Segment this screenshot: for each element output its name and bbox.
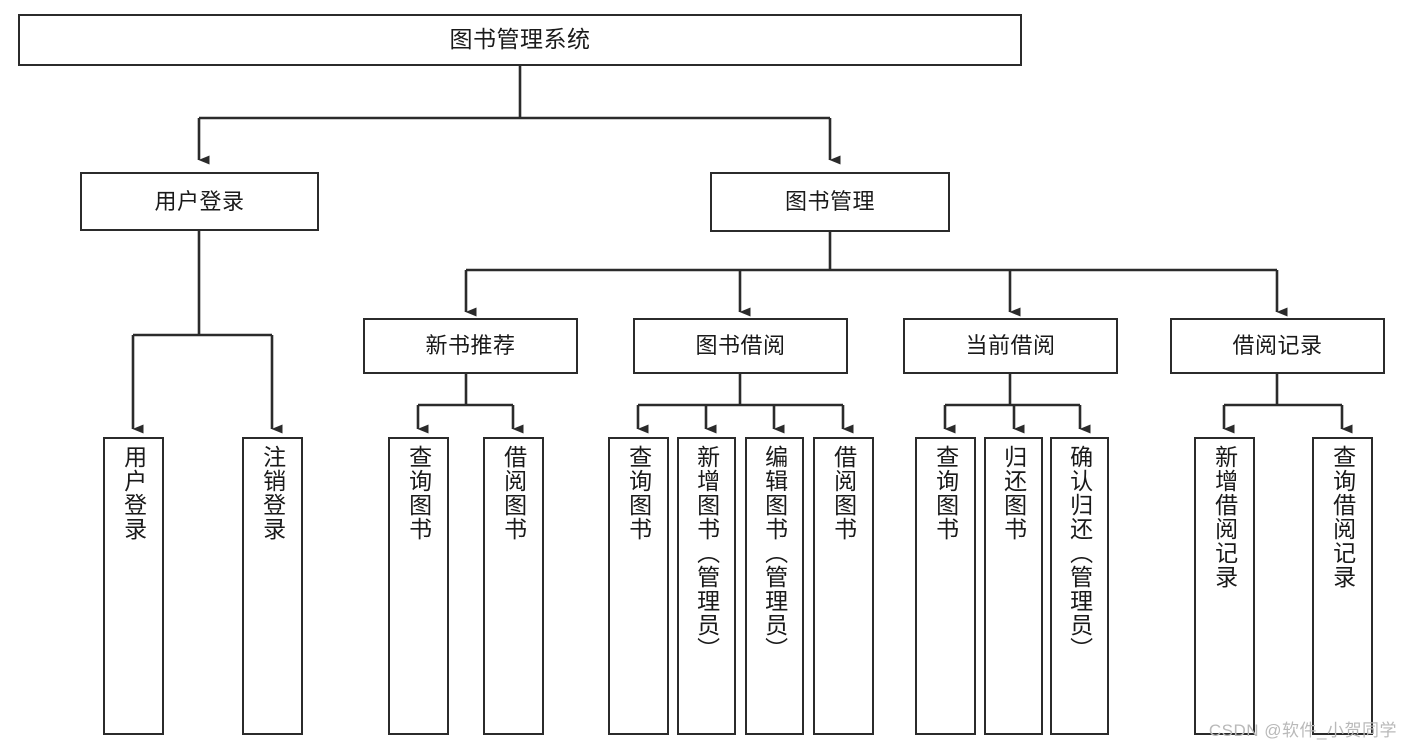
node-book-borrow-label: 图书借阅 [695, 333, 786, 359]
node-current-borrow[interactable]: 当前借阅 [903, 318, 1118, 374]
node-user-login-label: 用户登录 [154, 188, 245, 214]
node-new-book-recommend-label: 新书推荐 [425, 333, 516, 359]
leaf-new-book-query[interactable]: 查询图书 [388, 437, 449, 735]
node-book-management[interactable]: 图书管理 [710, 172, 950, 232]
leaf-borrow-record-query-label: 查询借阅记录 [1329, 445, 1356, 589]
leaf-current-borrow-return[interactable]: 归还图书 [984, 437, 1043, 735]
leaf-new-book-borrow[interactable]: 借阅图书 [483, 437, 544, 735]
leaf-book-borrow-borrow[interactable]: 借阅图书 [813, 437, 874, 735]
leaf-current-borrow-confirm[interactable]: 确认归还（管理员） [1050, 437, 1109, 735]
leaf-book-borrow-edit-label: 编辑图书（管理员） [761, 445, 788, 661]
leaf-current-borrow-return-label: 归还图书 [1000, 445, 1027, 541]
node-user-login[interactable]: 用户登录 [80, 172, 319, 231]
node-book-management-label: 图书管理 [784, 189, 875, 215]
leaf-book-borrow-borrow-label: 借阅图书 [830, 445, 857, 541]
leaf-new-book-query-label: 查询图书 [405, 445, 432, 541]
leaf-borrow-record-query[interactable]: 查询借阅记录 [1312, 437, 1373, 735]
node-root-system[interactable]: 图书管理系统 [18, 14, 1022, 66]
leaf-borrow-record-add[interactable]: 新增借阅记录 [1194, 437, 1255, 735]
leaf-book-borrow-query-label: 查询图书 [625, 445, 652, 541]
node-borrow-record-label: 借阅记录 [1232, 333, 1323, 359]
leaf-new-book-borrow-label: 借阅图书 [500, 445, 527, 541]
leaf-book-borrow-add[interactable]: 新增图书（管理员） [677, 437, 736, 735]
leaf-user-login-login-label: 用户登录 [120, 445, 147, 541]
node-book-borrow[interactable]: 图书借阅 [633, 318, 848, 374]
leaf-borrow-record-add-label: 新增借阅记录 [1211, 445, 1238, 589]
leaf-current-borrow-confirm-label: 确认归还（管理员） [1066, 445, 1093, 661]
node-root-system-label: 图书管理系统 [449, 26, 591, 53]
node-new-book-recommend[interactable]: 新书推荐 [363, 318, 578, 374]
node-current-borrow-label: 当前借阅 [965, 333, 1056, 359]
leaf-user-login-logout[interactable]: 注销登录 [242, 437, 303, 735]
node-borrow-record[interactable]: 借阅记录 [1170, 318, 1385, 374]
leaf-book-borrow-edit[interactable]: 编辑图书（管理员） [745, 437, 804, 735]
leaf-book-borrow-query[interactable]: 查询图书 [608, 437, 669, 735]
csdn-watermark: CSDN @软件_小贺同学 [1208, 721, 1397, 740]
leaf-book-borrow-add-label: 新增图书（管理员） [693, 445, 720, 661]
leaf-current-borrow-query[interactable]: 查询图书 [915, 437, 976, 735]
leaf-current-borrow-query-label: 查询图书 [932, 445, 959, 541]
leaf-user-login-login[interactable]: 用户登录 [103, 437, 164, 735]
leaf-user-login-logout-label: 注销登录 [259, 445, 286, 541]
